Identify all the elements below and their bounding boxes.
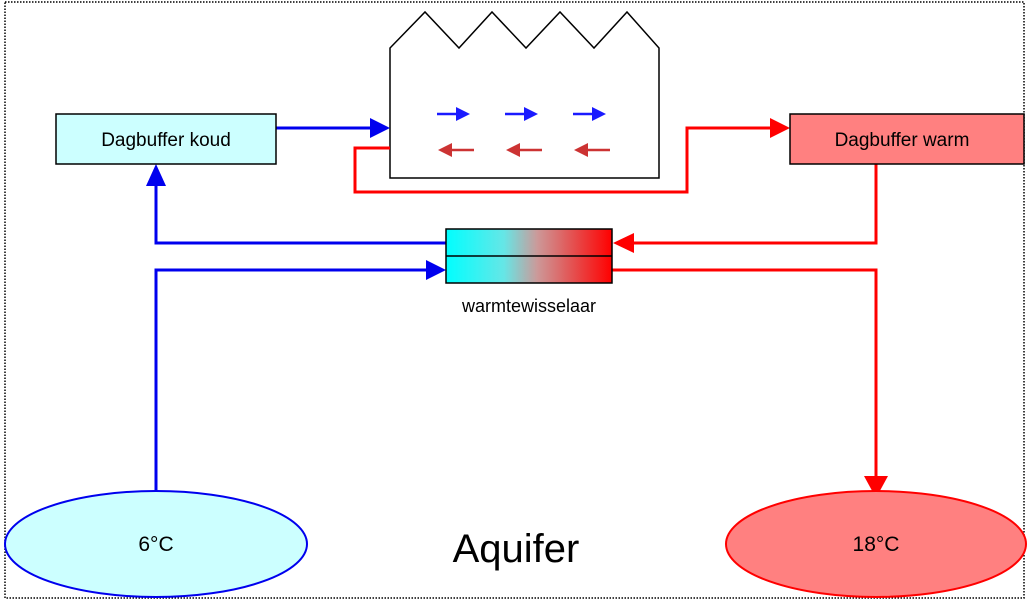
warm-well [725, 490, 1027, 598]
arrow-to-cold-buffer [146, 164, 166, 186]
diagram-frame [4, 1, 1025, 599]
building-flow-arrows-warm [438, 143, 610, 157]
arrow-to-warm-well [864, 476, 888, 498]
warm-well-temp: 18°C [853, 533, 900, 556]
cold-piping [154, 126, 446, 498]
building-flow-arrows-cold [437, 107, 606, 121]
heat-exchanger-label: warmtewisselaar [461, 296, 596, 316]
warm-arrowheads [613, 118, 888, 498]
arrow-to-heat-exchanger-warm [613, 233, 634, 253]
cold-arrowheads [146, 118, 446, 280]
arrow-to-heat-exchanger [426, 260, 446, 280]
cold-well-temp: 6°C [138, 533, 173, 556]
warm-buffer-box [789, 113, 1025, 165]
arrow-to-warm-buffer [770, 118, 790, 138]
building-outline [389, 10, 660, 179]
cold-well [4, 490, 308, 598]
cold-buffer-label: Dagbuffer koud [101, 130, 231, 151]
arrow-to-building [370, 118, 390, 138]
aquifer-label: Aquifer [453, 527, 580, 571]
cold-buffer-box [55, 113, 277, 165]
warm-piping [353, 126, 878, 478]
warm-buffer-label: Dagbuffer warm [835, 130, 970, 151]
heat-exchanger [445, 228, 613, 284]
